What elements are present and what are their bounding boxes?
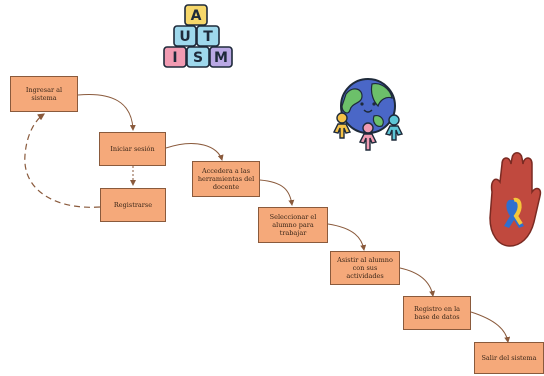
node-salir-del-sistema[interactable]: Salir del sistema xyxy=(474,342,544,374)
node-asistir-alumno[interactable]: Asistir al alumno con sus actividades xyxy=(330,251,400,285)
node-registrarse[interactable]: Registrarse xyxy=(100,188,166,222)
edge-registro-salir xyxy=(470,311,511,343)
node-iniciar-sesion[interactable]: Iniciar sesión xyxy=(99,132,166,166)
edge-iniciar-acceder xyxy=(165,143,224,161)
block-letter-u: U xyxy=(179,29,190,45)
block-letter-i: I xyxy=(172,50,177,66)
node-registro-base-datos[interactable]: Registro en la base de datos xyxy=(403,296,471,330)
block-letter-s: S xyxy=(193,50,203,66)
autism-letter-blocks-icon: A U T I S M xyxy=(163,4,233,68)
node-acceder-herramientas[interactable]: Accedera a las herramientas del docente xyxy=(192,161,260,197)
block-letter-a: A xyxy=(191,8,202,24)
block-letter-t: T xyxy=(203,29,213,45)
block-letter-m: M xyxy=(214,50,228,66)
node-ingresar-al-sistema[interactable]: Ingresar al sistema xyxy=(10,76,78,112)
node-seleccionar-alumno[interactable]: Seleccionar el alumno para trabajar xyxy=(258,207,328,243)
edge-ingresar-iniciar xyxy=(77,93,136,131)
globe-children-icon xyxy=(332,78,404,151)
edge-acceder-seleccionar xyxy=(259,179,295,206)
edge-registrarse-ingresar xyxy=(24,113,101,208)
hand-awareness-ribbon-icon xyxy=(489,152,542,247)
edge-seleccionar-asistir xyxy=(327,223,367,251)
edge-asistir-registro xyxy=(399,267,436,297)
